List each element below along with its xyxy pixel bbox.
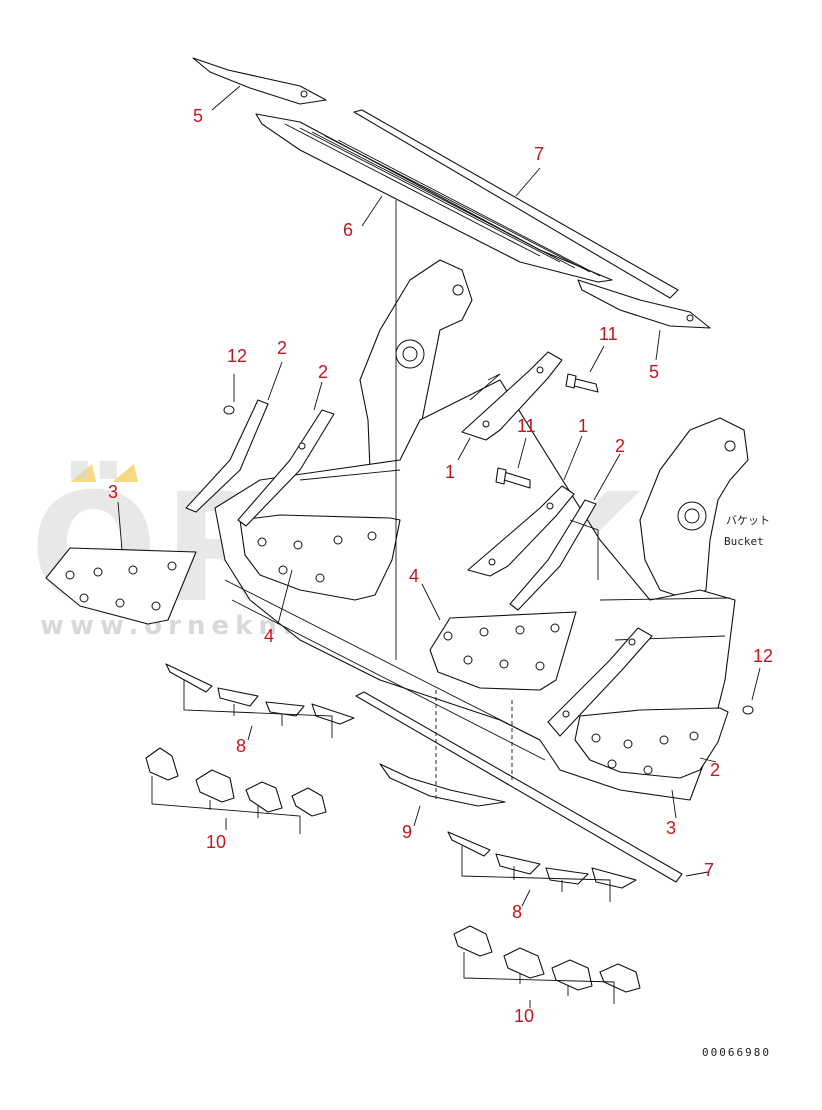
callout-8: 8: [236, 736, 246, 756]
part-12-washer-right: [742, 705, 754, 715]
part-9-plate: [379, 763, 506, 807]
callout-10: 10: [206, 832, 226, 852]
part-7-strip-bottom: [355, 691, 683, 883]
part-10-teeth-lower: [453, 925, 641, 1004]
part-2-bracket-right: [509, 499, 597, 611]
part-8-adapters-upper: [165, 663, 355, 738]
part-10-teeth-upper: [145, 747, 327, 834]
bucket-label-japanese: バケット: [726, 514, 770, 527]
callout-11: 11: [517, 416, 536, 436]
callout-9: 9: [402, 822, 412, 842]
part-2-bracket-lower: [547, 627, 653, 737]
bucket-label-english: Bucket: [724, 535, 764, 548]
callout-4: 4: [409, 566, 419, 586]
callout-7: 7: [534, 144, 544, 164]
part-6-top-plate: [255, 113, 613, 283]
callout-8: 8: [512, 902, 522, 922]
callout-12: 12: [753, 646, 773, 666]
callout-2: 2: [710, 760, 720, 780]
diagram-code: 00066980: [702, 1046, 771, 1059]
bucket-body: [214, 259, 749, 801]
part-2-bracket-mid: [237, 409, 335, 527]
watermark-accent-mark: [70, 464, 96, 482]
callout-5: 5: [193, 106, 203, 126]
assembly-lines: [395, 200, 599, 800]
part-11-bolt-lower: [495, 467, 531, 489]
callout-3: 3: [666, 818, 676, 838]
callout-5: 5: [649, 362, 659, 382]
callout-2: 2: [277, 338, 287, 358]
part-5-side-plate-right: [577, 279, 711, 329]
part-1-hanger-upper: [461, 351, 563, 441]
callout-4: 4: [264, 626, 274, 646]
part-1-hanger-lower: [467, 485, 575, 577]
part-8-adapters-lower: [447, 831, 637, 902]
part-12-washer-left: [223, 405, 235, 415]
callout-11: 11: [599, 324, 618, 344]
part-11-bolt-upper: [565, 373, 599, 393]
callout-1: 1: [578, 416, 588, 436]
part-5-side-plate-left: [192, 57, 327, 105]
watermark-accent-mark: [112, 464, 138, 482]
part-3-side-plate-left: [45, 547, 197, 625]
callout-12: 12: [227, 346, 247, 366]
callout-10: 10: [514, 1006, 534, 1026]
callout-labels: 5 7 6 5 11 12 2 2 1 11 1 2 3 4 4 12 8 2 …: [108, 106, 773, 1026]
bucket-label: バケット Bucket: [724, 514, 770, 548]
callout-2: 2: [318, 362, 328, 382]
callout-1: 1: [445, 462, 455, 482]
leader-lines: [117, 85, 761, 1008]
callout-6: 6: [343, 220, 353, 240]
part-7-strip-top: [353, 109, 679, 299]
part-4-side-plate-middle: [429, 611, 577, 691]
callout-7: 7: [704, 860, 714, 880]
part-2-bracket-left: [185, 399, 269, 513]
callout-3: 3: [108, 482, 118, 502]
callout-2: 2: [615, 436, 625, 456]
